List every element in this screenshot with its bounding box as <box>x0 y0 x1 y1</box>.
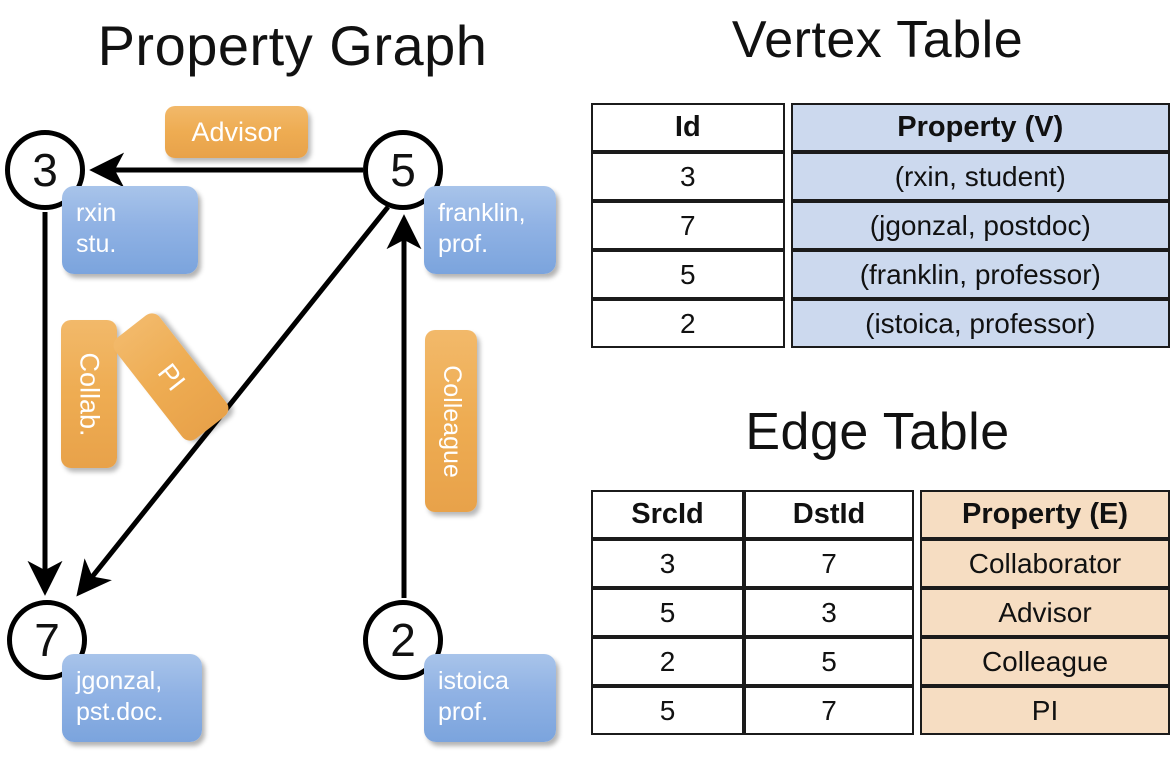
table-row[interactable]: 2 5 Colleague <box>591 637 1170 686</box>
edge-table-header-dstid: DstId <box>744 490 914 539</box>
vertex-property-role-3: stu. <box>76 230 117 258</box>
edge-table-header-property: Property (E) <box>920 490 1170 539</box>
vertex-property-box-5: franklin, prof. <box>424 186 556 274</box>
edge-table-cell-srcid: 5 <box>591 686 744 735</box>
edge-label-colleague: Colleague <box>425 330 477 512</box>
table-row[interactable]: 2 (istoica, professor) <box>591 299 1170 348</box>
graph-node-2-label: 2 <box>390 614 416 666</box>
vertex-property-box-2: istoica prof. <box>424 654 556 742</box>
edge-table-cell-dstid: 3 <box>744 588 914 637</box>
table-row[interactable]: 3 (rxin, student) <box>591 152 1170 201</box>
table-row[interactable]: 5 (franklin, professor) <box>591 250 1170 299</box>
edge-table-cell-property: Colleague <box>920 637 1170 686</box>
vertex-table-cell-id: 3 <box>591 152 785 201</box>
edge-table-cell-srcid: 2 <box>591 637 744 686</box>
property-graph-diagram: 3 5 7 2 rxin stu. franklin, prof. jgonza… <box>5 106 556 742</box>
vertex-table-header-property: Property (V) <box>790 103 1170 152</box>
vertex-property-box-7: jgonzal, pst.doc. <box>62 654 202 742</box>
graph-node-5[interactable]: 5 <box>363 130 443 210</box>
vertex-property-name-2: istoica <box>438 667 509 695</box>
edge-table-cell-dstid: 7 <box>744 539 914 588</box>
vertex-property-box-3: rxin stu. <box>62 186 198 274</box>
edge-label-advisor-text: Advisor <box>191 116 282 147</box>
edge-table-cell-property: Advisor <box>920 588 1170 637</box>
edge-label-advisor: Advisor <box>165 106 308 158</box>
edge-table-cell-property: PI <box>920 686 1170 735</box>
table-header-row: SrcId DstId Property (E) <box>591 490 1170 539</box>
table-row[interactable]: 5 7 PI <box>591 686 1170 735</box>
vertex-table-header-id: Id <box>591 103 785 152</box>
table-header-row: Id Property (V) <box>591 103 1170 152</box>
edge-label-colleague-text: Colleague <box>437 364 466 478</box>
vertex-property-role-5: prof. <box>438 230 489 258</box>
vertex-table-cell-property: (istoica, professor) <box>790 299 1170 348</box>
edge-table-cell-srcid: 3 <box>591 539 744 588</box>
vertex-table-cell-property: (rxin, student) <box>790 152 1170 201</box>
edge-table-cell-dstid: 7 <box>744 686 914 735</box>
vertex-table-cell-id: 5 <box>591 250 785 299</box>
edge-table-header-srcid: SrcId <box>591 490 744 539</box>
edge-table-cell-property: Collaborator <box>920 539 1170 588</box>
graph-edges-layer <box>27 152 422 598</box>
edge-label-collab: Collab. <box>61 320 117 468</box>
edge-label-pi-text: PI <box>151 357 192 396</box>
vertex-property-role-7: pst.doc. <box>76 698 164 726</box>
vertex-table-cell-property: (franklin, professor) <box>790 250 1170 299</box>
table-row[interactable]: 5 3 Advisor <box>591 588 1170 637</box>
edge-label-collab-text: Collab. <box>74 351 105 437</box>
edge-table-cell-srcid: 5 <box>591 588 744 637</box>
vertex-table-cell-id: 2 <box>591 299 785 348</box>
vertex-property-name-3: rxin <box>76 199 117 227</box>
page-title-property-graph: Property Graph <box>97 14 488 77</box>
table-row[interactable]: 7 (jgonzal, postdoc) <box>591 201 1170 250</box>
table-row[interactable]: 3 7 Collaborator <box>591 539 1170 588</box>
vertex-property-role-2: prof. <box>438 698 489 726</box>
vertex-property-name-7: jgonzal, <box>76 667 163 695</box>
page-title-vertex-table: Vertex Table <box>731 11 1024 69</box>
vertex-table: Id Property (V) 3 (rxin, student) 7 (jgo… <box>591 103 1170 348</box>
vertex-table-cell-id: 7 <box>591 201 785 250</box>
edge-table-cell-dstid: 5 <box>744 637 914 686</box>
graph-node-7-label: 7 <box>34 614 60 666</box>
vertex-property-name-5: franklin, <box>438 199 526 227</box>
edge-5-to-7 <box>76 205 390 597</box>
edge-table: SrcId DstId Property (E) 3 7 Collaborato… <box>591 490 1170 735</box>
vertex-table-cell-property: (jgonzal, postdoc) <box>790 201 1170 250</box>
graph-node-3-label: 3 <box>32 144 58 196</box>
graph-node-2[interactable]: 2 <box>363 600 443 680</box>
graph-node-5-label: 5 <box>390 144 416 196</box>
page-title-edge-table: Edge Table <box>745 403 1010 461</box>
